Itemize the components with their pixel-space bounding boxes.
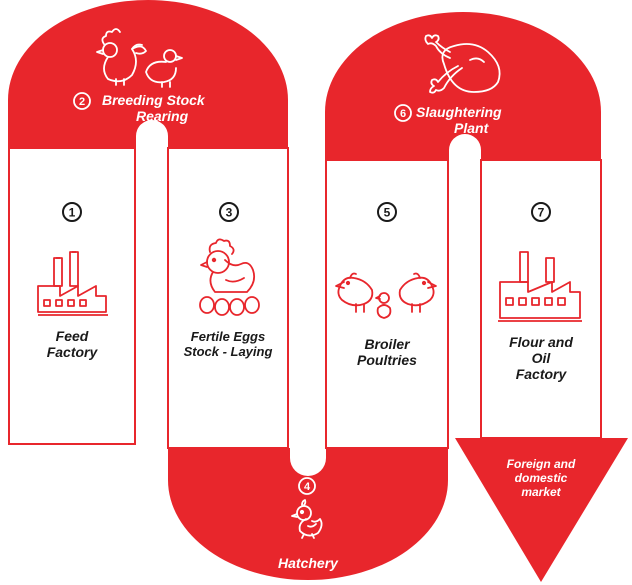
market-label: Foreign and domestic market <box>478 457 604 499</box>
step-6-circle <box>394 104 412 122</box>
step-1-circle <box>62 202 82 222</box>
step-2-number: 2 <box>79 96 85 108</box>
step-7-label: Flour and Oil Factory <box>483 334 599 382</box>
step-7-number: 7 <box>538 206 545 220</box>
step-6-label-line-2: Plant <box>454 120 489 137</box>
panel-outlines <box>8 147 602 449</box>
panel-1 <box>8 147 136 445</box>
step-7-label-line-3: Factory <box>515 366 567 383</box>
arrow-down-icon <box>455 438 628 582</box>
step-1-label: Feed Factory <box>12 328 132 360</box>
panel-5 <box>325 159 449 449</box>
step-6-label: Slaughtering Plant <box>414 104 544 136</box>
step-3-number: 3 <box>226 206 233 220</box>
step-5-label-line-2: Poultries <box>357 352 417 369</box>
step-1-number: 1 <box>69 206 76 220</box>
number-circles: 1 3 5 7 2 6 4 <box>62 92 551 495</box>
panel-7 <box>480 159 602 439</box>
step-3-label-line-1: Fertile Eggs <box>190 329 266 344</box>
step-5-label-line-1: Broiler <box>364 336 410 352</box>
step-5-number: 5 <box>384 206 391 220</box>
u-hatchery <box>168 448 448 580</box>
step-3-label-line-2: Stock - Laying <box>183 343 273 359</box>
step-4-circle <box>298 477 316 495</box>
rooster-hen-icon <box>96 28 183 88</box>
step-4-number: 4 <box>304 481 311 493</box>
step-2-circle <box>73 92 91 110</box>
step-7-label-line-2: Oil <box>531 350 551 367</box>
step-2-label-line-2: Rearing <box>136 108 189 125</box>
chickens-icon <box>335 272 437 319</box>
hen-on-eggs-icon <box>199 238 260 316</box>
step-5-circle <box>377 202 397 222</box>
step-3-circle <box>219 202 239 222</box>
arch-breeding-stock <box>8 0 288 148</box>
panel-3 <box>167 147 289 449</box>
market-label-line-2: domestic <box>514 470 568 485</box>
step-6-number: 6 <box>400 108 406 120</box>
market-label-line-3: market <box>521 484 561 499</box>
step-6-label-line-1: Slaughtering <box>416 104 502 120</box>
step-1-label-line-1: Feed <box>55 328 89 344</box>
step-7-circle <box>531 202 551 222</box>
step-1-label-line-2: Factory <box>46 344 98 361</box>
step-5-label: Broiler Poultries <box>328 336 446 368</box>
step-4-label: Hatchery <box>250 555 366 571</box>
step-4-label-line-1: Hatchery <box>278 555 338 571</box>
factory-icon <box>37 251 108 316</box>
step-3-label: Fertile Eggs Stock - Laying <box>170 329 286 360</box>
step-2-label-line-1: Breeding Stock <box>102 92 205 108</box>
ribbon-shapes <box>8 0 628 582</box>
market-label-line-1: Foreign and <box>506 457 576 471</box>
step-7-label-line-1: Flour and <box>509 334 573 350</box>
arch-slaughtering <box>325 12 601 160</box>
chick-icon <box>291 499 323 539</box>
factory-icon <box>498 251 582 322</box>
step-2-label: Breeding Stock Rearing <box>96 92 246 124</box>
roast-chicken-icon <box>424 34 501 94</box>
